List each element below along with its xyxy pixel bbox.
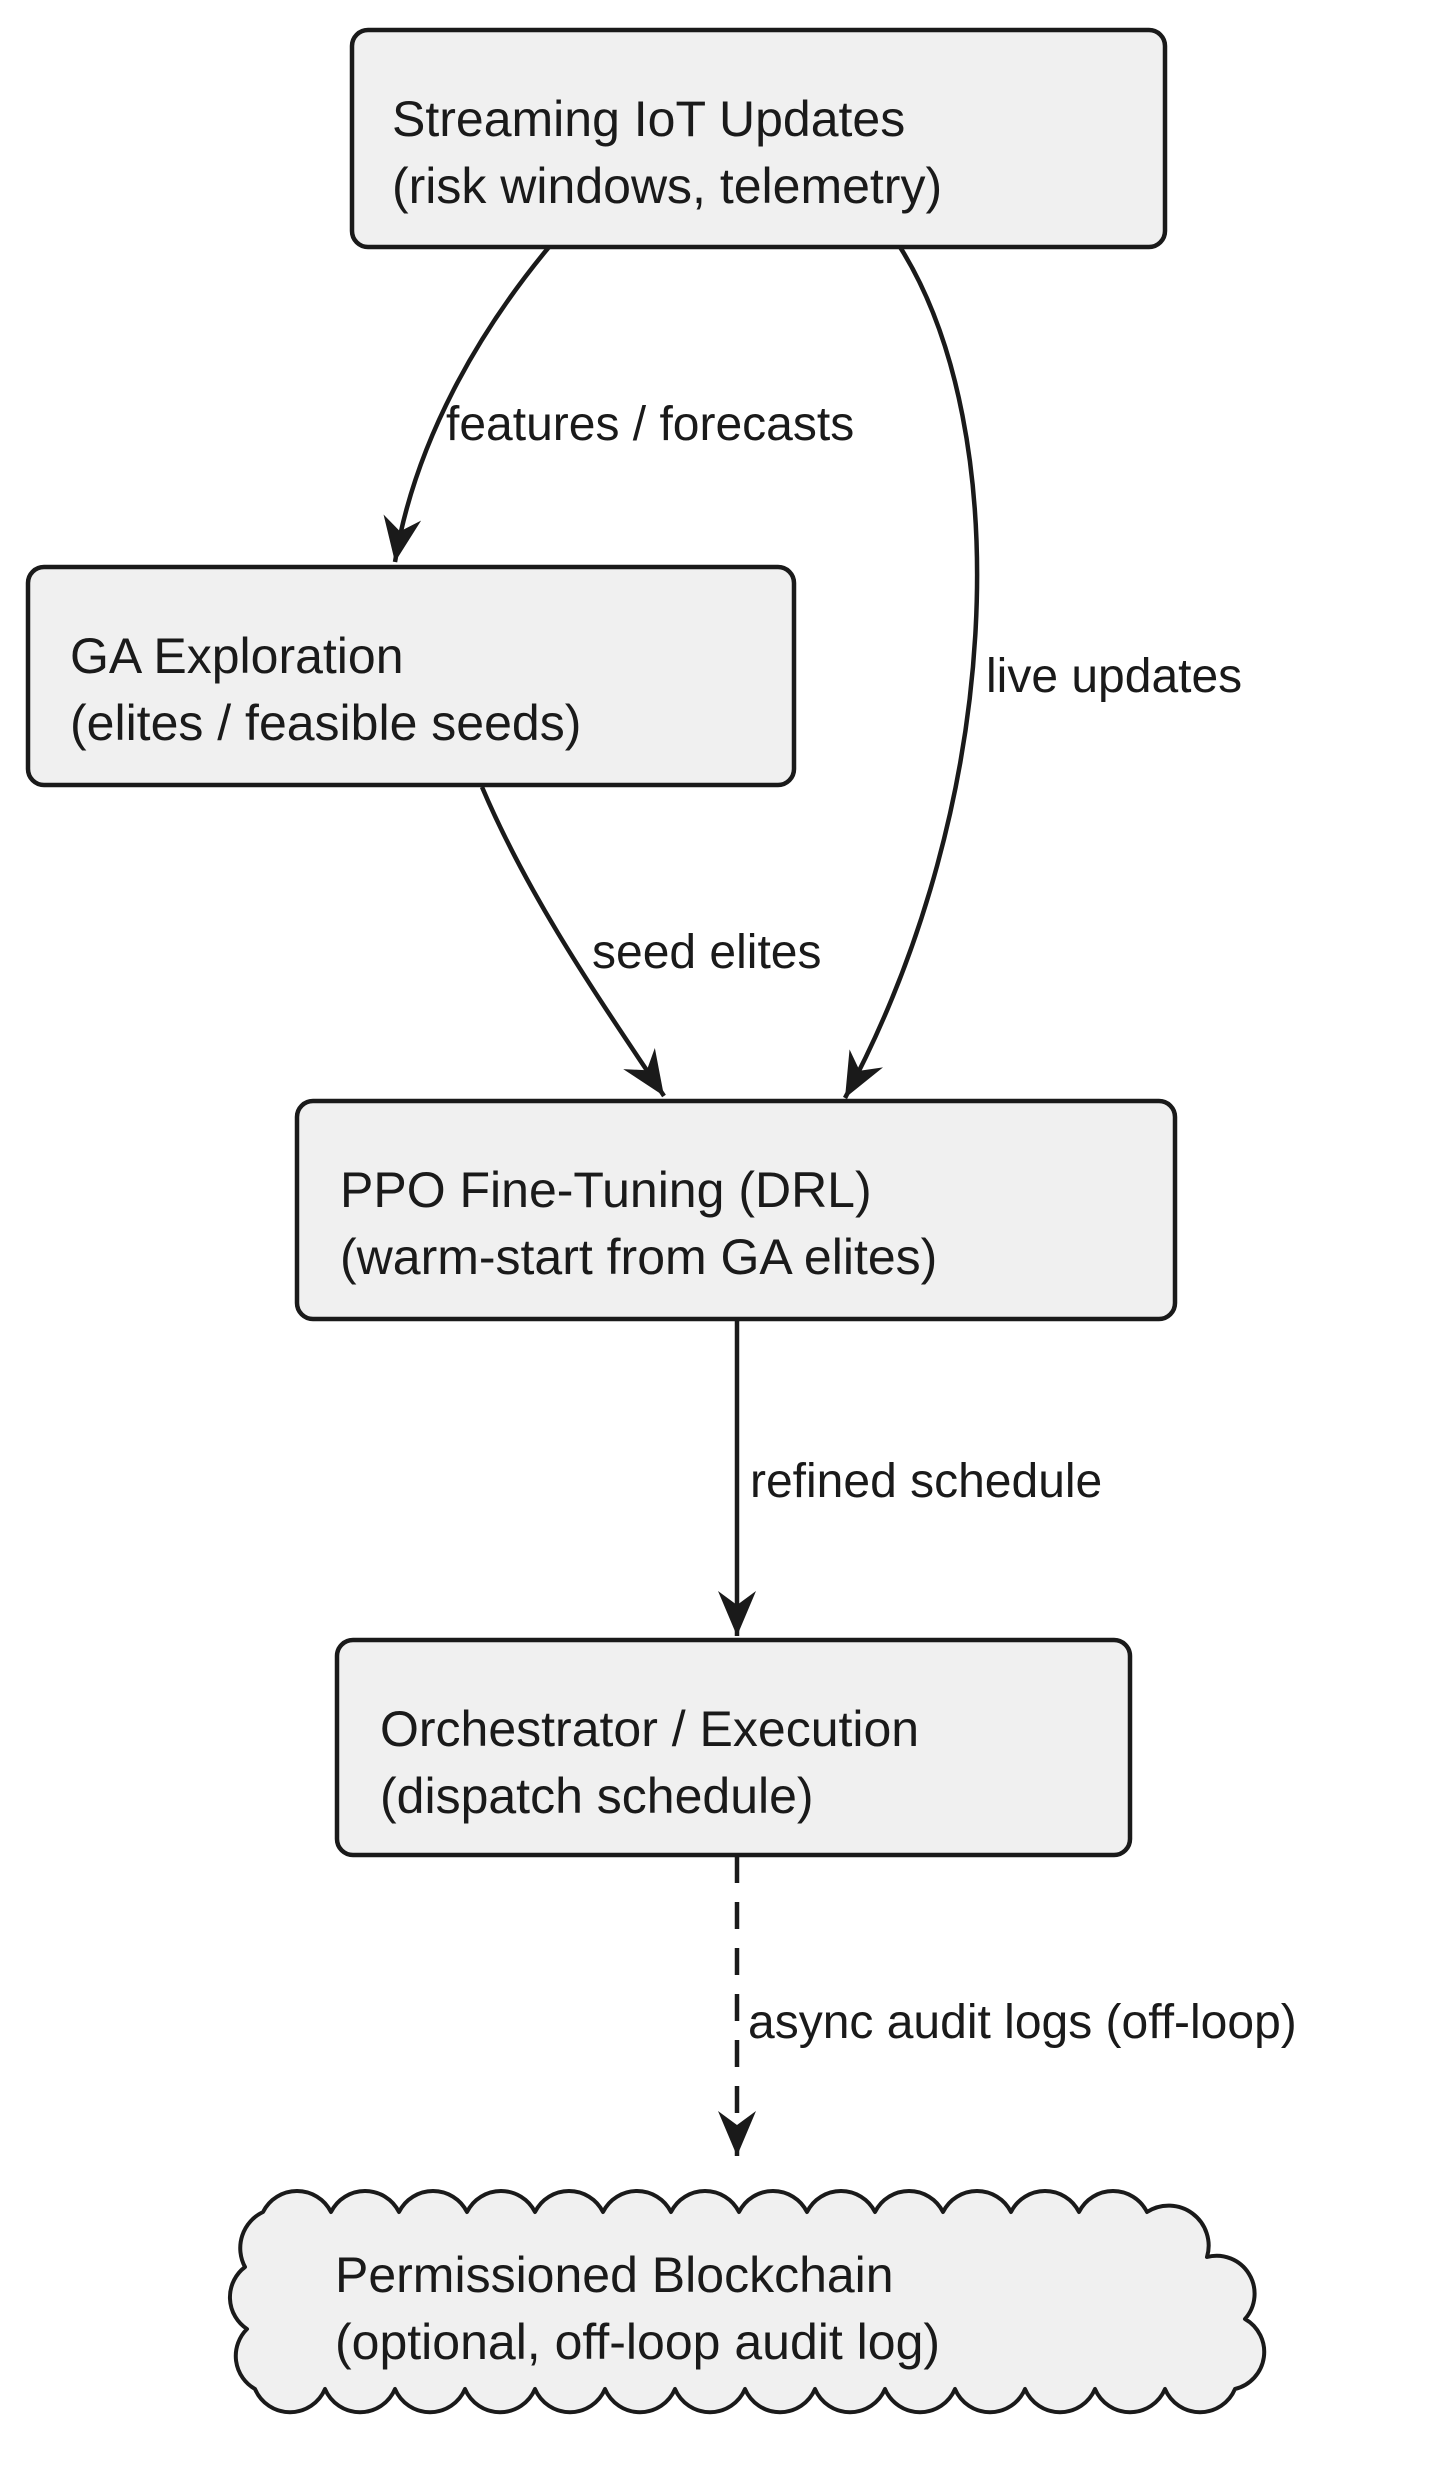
node-ga-exploration-line1: GA Exploration — [70, 628, 404, 684]
node-ppo-fine-tuning-line2: (warm-start from GA elites) — [340, 1229, 937, 1285]
cloud-shape — [227, 2189, 1267, 2415]
node-orchestrator-execution-line2: (dispatch schedule) — [380, 1768, 814, 1824]
edge-label-features-forecasts: features / forecasts — [446, 398, 854, 451]
node-ga-exploration-line2: (elites / feasible seeds) — [70, 695, 581, 751]
node-ppo-fine-tuning-line1: PPO Fine-Tuning (DRL) — [340, 1162, 872, 1218]
node-ga-exploration: GA Exploration (elites / feasible seeds) — [25, 564, 797, 788]
node-orchestrator-execution-line1: Orchestrator / Execution — [380, 1701, 919, 1757]
edge-label-live-updates: live updates — [986, 650, 1242, 703]
edge-seed-elites — [479, 786, 666, 1098]
node-streaming-iot-updates-line1: Streaming IoT Updates — [392, 91, 905, 147]
node-permissioned-blockchain-line1: Permissioned Blockchain — [335, 2247, 894, 2303]
node-ga-exploration-box — [25, 564, 797, 788]
node-streaming-iot-updates: Streaming IoT Updates (risk windows, tel… — [349, 27, 1168, 250]
edge-label-async-audit-logs: async audit logs (off-loop) — [748, 1996, 1297, 2049]
node-ppo-fine-tuning-box — [294, 1098, 1178, 1322]
edge-live-updates — [843, 245, 980, 1100]
edge-label-seed-elites: seed elites — [592, 926, 821, 979]
node-orchestrator-execution-box — [334, 1637, 1133, 1858]
node-orchestrator-execution: Orchestrator / Execution (dispatch sched… — [334, 1637, 1133, 1858]
node-permissioned-blockchain: Permissioned Blockchain (optional, off-l… — [227, 2189, 1267, 2415]
edge-features-forecasts — [383, 245, 551, 563]
node-streaming-iot-updates-box — [349, 27, 1168, 250]
node-permissioned-blockchain-line2: (optional, off-loop audit log) — [335, 2314, 940, 2370]
edge-label-refined-schedule: refined schedule — [750, 1455, 1102, 1508]
node-ppo-fine-tuning: PPO Fine-Tuning (DRL) (warm-start from G… — [294, 1098, 1178, 1322]
node-streaming-iot-updates-line2: (risk windows, telemetry) — [392, 158, 942, 214]
